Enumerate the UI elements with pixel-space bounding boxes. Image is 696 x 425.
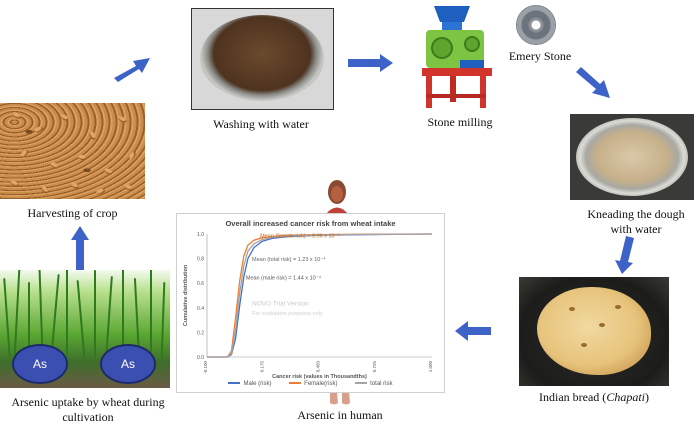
y-tick-label: 0.6	[197, 281, 204, 287]
legend-item-total: total risk	[355, 381, 393, 387]
series-line-1	[207, 233, 433, 358]
chapati-image	[519, 277, 669, 386]
caption-indian-bread-prefix: Indian bread (	[539, 390, 607, 404]
arrow-stone-to-knead	[576, 67, 610, 98]
chart-legend: Male (risk) Female(risk) total risk	[177, 381, 444, 387]
x-tick-label: 1.000	[428, 361, 433, 373]
caption-harvesting: Harvesting of crop	[27, 206, 118, 220]
y-tick-label: 0.2	[197, 330, 204, 336]
wheat-grass-image: As As	[0, 270, 170, 388]
caption-washing: Washing with water	[213, 117, 309, 131]
washing-image	[191, 8, 334, 110]
caption-emery-stone: Emery Stone	[508, 49, 572, 63]
caption-indian-bread: Indian bread (Chapati)	[516, 390, 672, 405]
watermark-line-2: For evaluation purposes only	[252, 311, 323, 317]
human-feet-image	[330, 391, 350, 405]
annotation-male: Mean (male risk) = 1.44 x 10⁻⁴	[246, 275, 322, 282]
series-line-3	[207, 233, 433, 358]
annotation-female: Mean (female risk) = 9.96 x 10⁻⁵	[260, 233, 340, 240]
y-tick-label: 0.0	[197, 355, 204, 361]
legend-item-female: Female(risk)	[289, 381, 338, 387]
emery-stone-image	[516, 5, 556, 45]
y-tick-label: 1.0	[197, 232, 204, 238]
arrow-bread-to-human	[455, 321, 491, 341]
arrow-knead-to-bread	[615, 236, 634, 274]
wheat-grains-image	[0, 103, 145, 199]
cancer-risk-chart: Overall increased cancer risk from wheat…	[176, 213, 445, 393]
y-tick-label: 0.8	[197, 257, 204, 263]
caption-arsenic-human: Arsenic in human	[297, 408, 383, 422]
caption-indian-bread-italic: Chapati	[606, 390, 645, 404]
kneading-dough-image	[570, 114, 694, 200]
caption-indian-bread-suffix: )	[644, 390, 649, 404]
arrow-wash-to-mill	[348, 54, 393, 72]
x-axis-label: Cancer risk (values in Thousandths)	[272, 374, 367, 379]
arrow-harvest-to-wash	[114, 58, 150, 82]
annotation-total: Mean (total risk) = 1.23 x 10⁻⁴	[252, 256, 326, 263]
arsenic-label-1: As	[12, 344, 68, 384]
x-tick-label: 0.450	[316, 361, 321, 373]
y-tick-label: 0.4	[197, 306, 204, 312]
caption-kneading: Kneading the dough with water	[587, 207, 685, 236]
chart-title: Overall increased cancer risk from wheat…	[225, 219, 396, 228]
legend-item-male: Male (risk)	[228, 381, 271, 387]
stone-mill-machine-image	[422, 6, 492, 108]
x-tick-label: -0.100	[203, 361, 208, 374]
human-head-image	[325, 180, 349, 215]
caption-stone-milling: Stone milling	[427, 115, 493, 129]
y-axis-label: Cumulative distribution	[183, 264, 189, 326]
x-tick-label: 0.725	[372, 361, 377, 373]
arsenic-label-2: As	[100, 344, 156, 384]
arrow-uptake-to-harvest	[71, 226, 89, 270]
caption-arsenic-uptake: Arsenic uptake by wheat during cultivati…	[11, 395, 165, 424]
chart-plot: 0.0 0.2 0.4 0.6 0.8 1.0 -0.100 0.175 0.450 0.725 1…	[183, 232, 433, 379]
watermark-line-1: NOVO Trial Version	[252, 300, 309, 307]
x-tick-label: 0.175	[259, 361, 264, 373]
